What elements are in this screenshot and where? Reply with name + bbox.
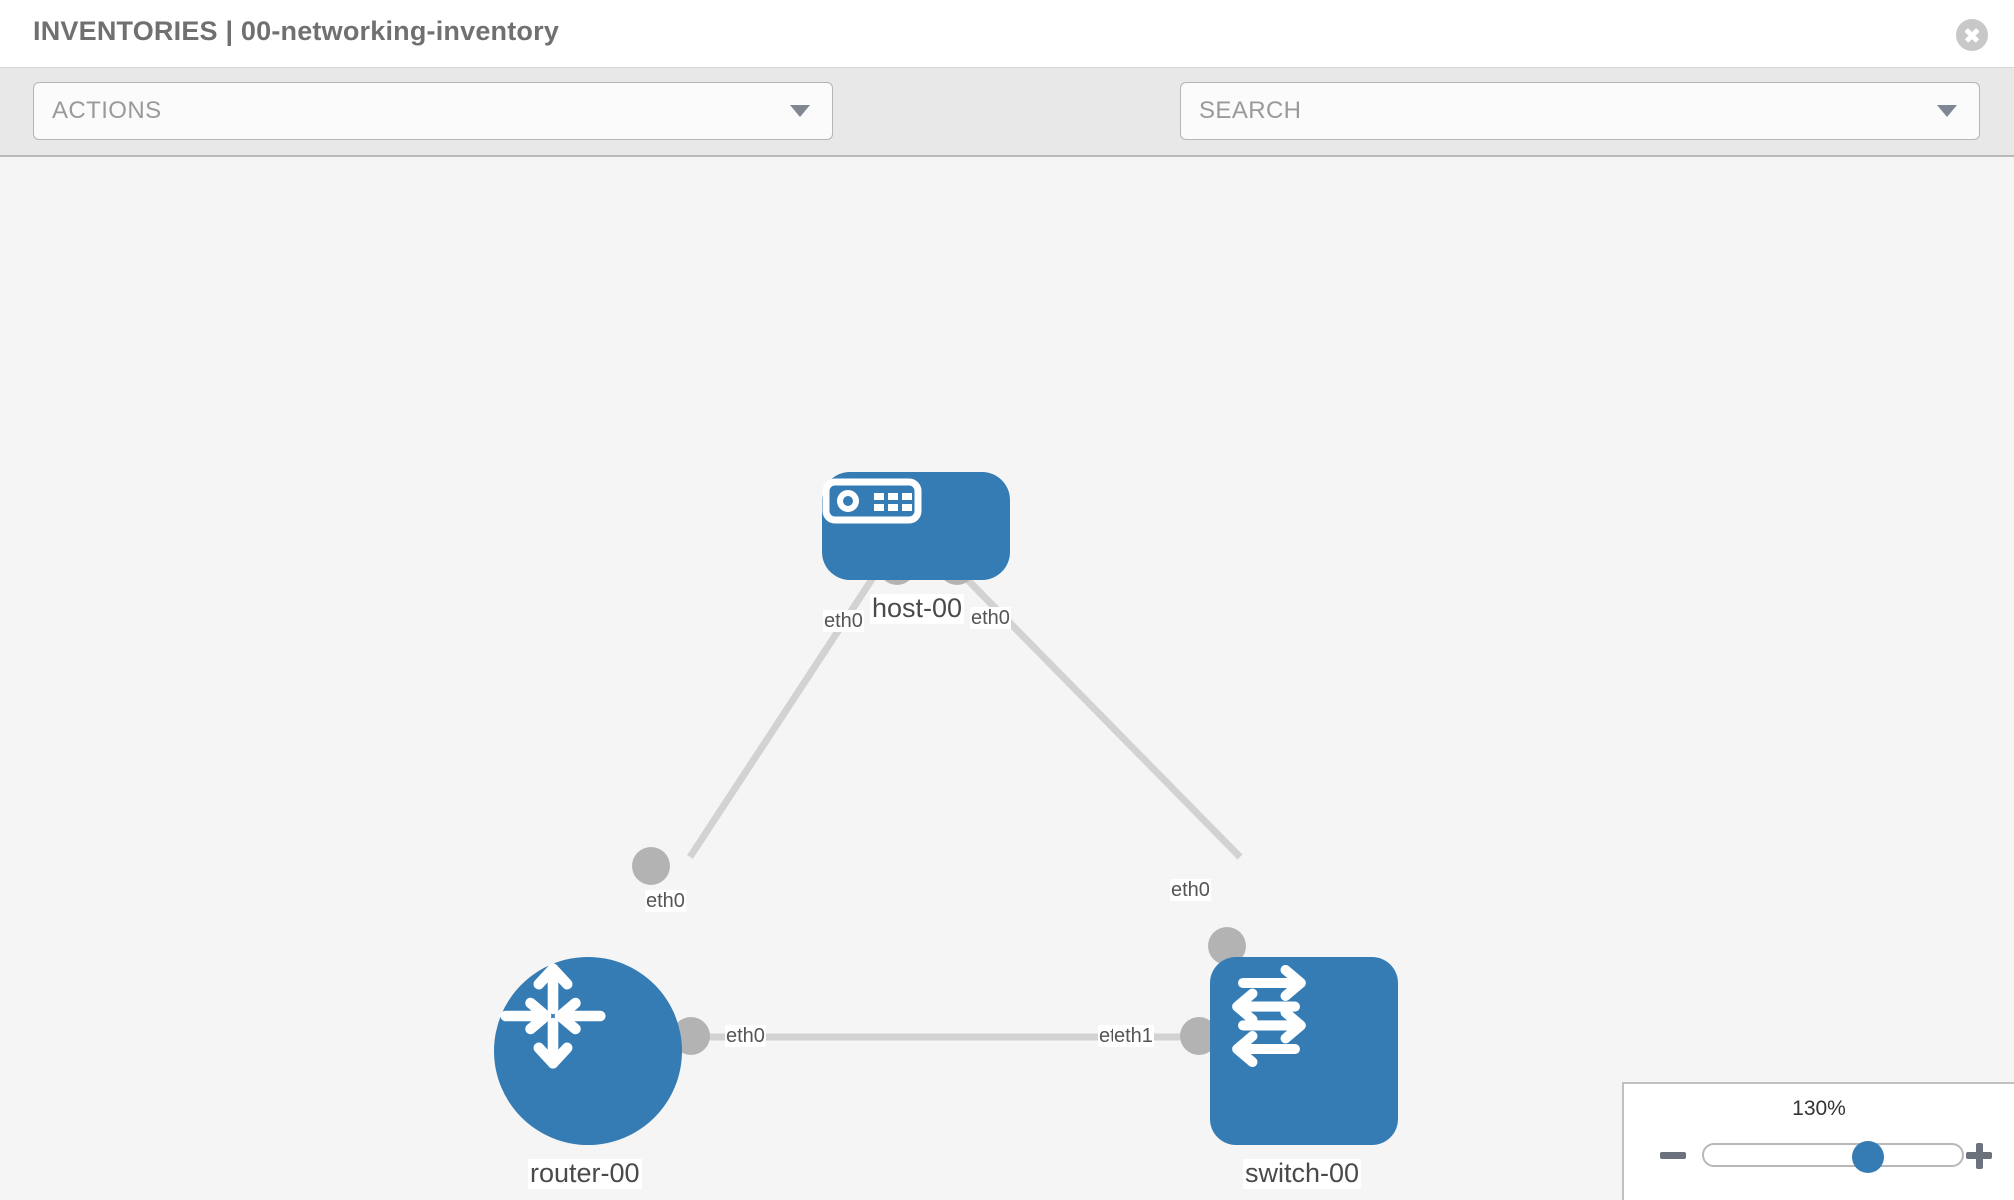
server-icon <box>822 478 922 524</box>
search-placeholder: SEARCH <box>1199 97 1302 124</box>
chevron-down-icon <box>790 105 810 117</box>
window-header: INVENTORIES | 00-networking-inventory <box>0 0 2014 68</box>
minus-icon[interactable] <box>1660 1142 1686 1168</box>
plus-icon[interactable] <box>1966 1142 1992 1169</box>
node-label-router-00: router-00 <box>528 1158 642 1189</box>
node-router-00[interactable] <box>494 957 682 1145</box>
node-host-00[interactable] <box>822 472 1010 580</box>
page-title: INVENTORIES | 00-networking-inventory <box>33 16 560 46</box>
node-label-host-00: host-00 <box>870 593 965 624</box>
close-icon[interactable] <box>1956 19 1988 51</box>
iface-label-host-right: eth0 <box>970 607 1011 629</box>
actions-dropdown-label: ACTIONS <box>52 97 162 124</box>
node-switch-00[interactable] <box>1210 957 1398 1145</box>
zoom-slider-handle[interactable] <box>1852 1141 1884 1173</box>
iface-label-host-left: eth0 <box>823 610 864 632</box>
iface-label-router-right: eth0 <box>725 1025 766 1047</box>
node-label-switch-00: switch-00 <box>1243 1158 1362 1189</box>
zoom-control-panel: 130% <box>1622 1082 2014 1200</box>
iface-label-router-upper: eth0 <box>645 890 686 912</box>
connector-router-upper[interactable] <box>632 847 670 885</box>
chevron-down-icon <box>1937 105 1957 117</box>
actions-dropdown[interactable]: ACTIONS <box>33 82 833 140</box>
topology-canvas[interactable]: host-00 eth0 eth0 router-00 eth0 <box>0 157 2014 1200</box>
search-input[interactable]: SEARCH <box>1180 82 1980 140</box>
topology-links <box>687 564 1243 1041</box>
switch-arrows-icon <box>1232 964 1306 1068</box>
router-arrows-icon <box>500 963 606 1069</box>
zoom-slider-track[interactable] <box>1702 1141 1964 1173</box>
iface-label-switch-upper: eth0 <box>1170 879 1211 901</box>
iface-label-switch-left-b: eth1 <box>1113 1025 1154 1047</box>
toolbar: ACTIONS SEARCH <box>0 68 2014 193</box>
zoom-level-value: 130% <box>1792 1097 1846 1120</box>
zoom-slider-row <box>1624 1134 2014 1178</box>
